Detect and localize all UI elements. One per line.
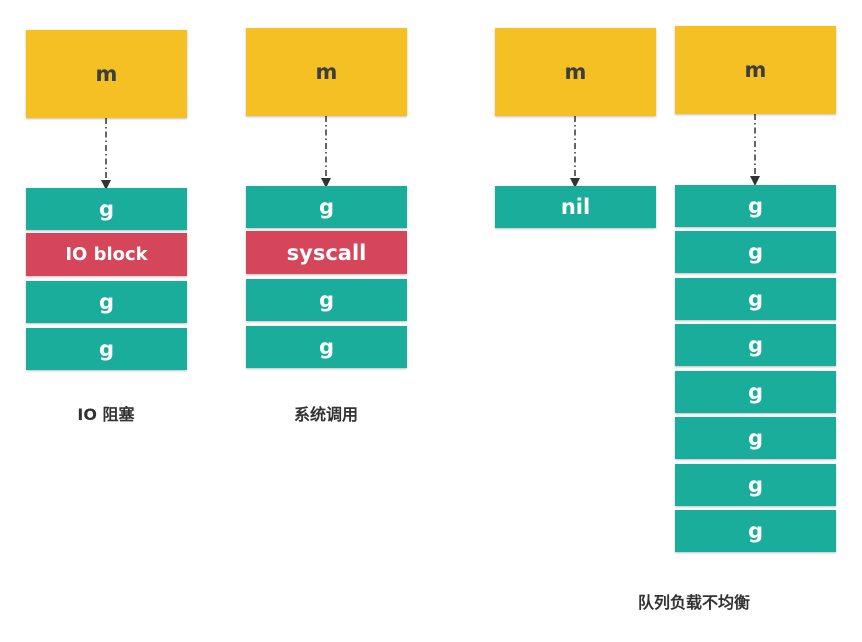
io-block-item: IO block [26, 233, 187, 276]
m-box-io: m [26, 30, 187, 118]
overloaded-queue-item-7: g [675, 464, 836, 506]
m-box-syscall: m [246, 28, 407, 116]
caption-queue-imbalance: 队列负载不均衡 [637, 593, 751, 612]
syscall-item: syscall [246, 231, 407, 274]
overloaded-queue-item-6: g [675, 417, 836, 459]
caption-io-block: IO 阻塞 [77, 405, 135, 424]
overloaded-queue-item-1: g [675, 185, 836, 227]
overloaded-queue-item-5: g [675, 371, 836, 413]
caption-syscall: 系统调用 [293, 405, 359, 424]
queue-item-io-4: g [26, 328, 187, 370]
queue-item-io-3: g [26, 281, 187, 323]
queue-item-syscall-4: g [246, 326, 407, 368]
overloaded-queue-item-3: g [675, 278, 836, 320]
queue-item-io-1: g [26, 188, 187, 230]
queue-item-syscall-1: g [246, 186, 407, 228]
m-box-overloaded: m [675, 26, 836, 114]
overloaded-queue-item-2: g [675, 231, 836, 273]
nil-item: nil [495, 186, 656, 228]
queue-item-syscall-3: g [246, 279, 407, 321]
overloaded-queue-item-8: g [675, 510, 836, 552]
m-box-nil: m [495, 28, 656, 116]
overloaded-queue-item-4: g [675, 324, 836, 366]
